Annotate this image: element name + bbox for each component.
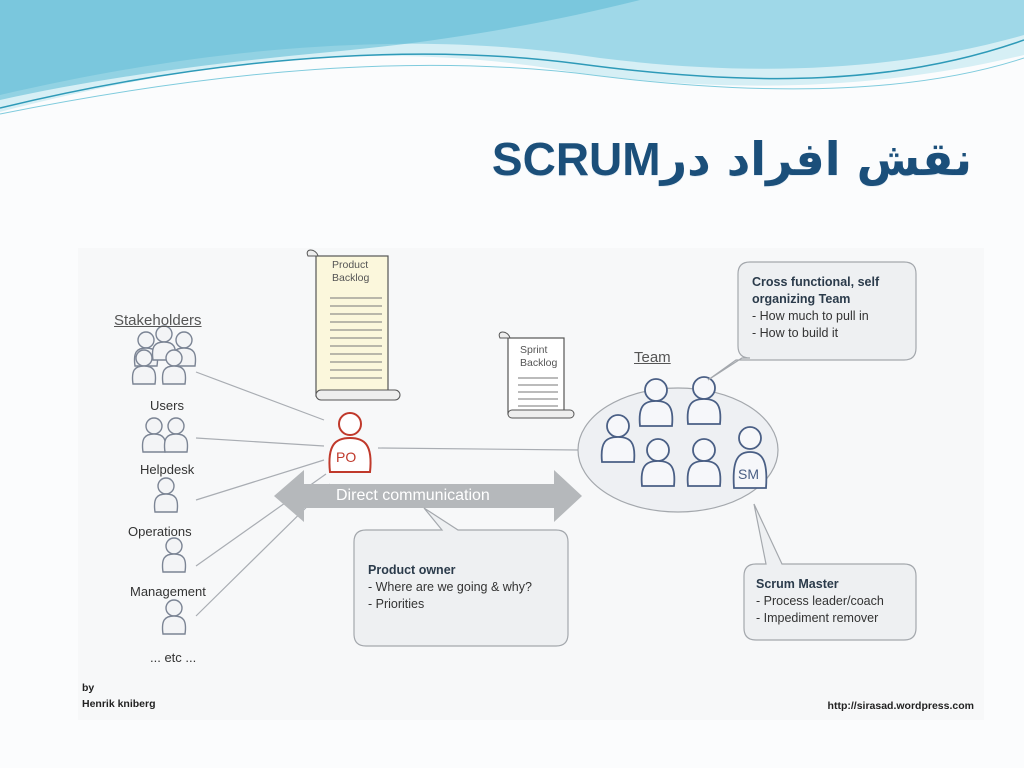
stakeholders-heading: Stakeholders	[114, 312, 202, 329]
product-owner-callout-item-1: - Where are we going & why?	[368, 580, 532, 594]
team-callout: Cross functional, self organizing Team -…	[752, 274, 879, 342]
product-backlog-label-line2: Backlog	[332, 272, 370, 284]
team-ellipse	[577, 387, 779, 513]
product-owner-callout-item-2: - Priorities	[368, 597, 425, 611]
team-callout-item-1: - How much to pull in	[752, 309, 869, 323]
direct-communication-label: Direct communication	[336, 487, 490, 504]
direct-communication-arrow	[274, 470, 582, 522]
team-callout-bubble	[707, 261, 917, 381]
slide-title-scrum: SCRUM	[491, 133, 661, 185]
slide-title: نقش افراد درSCRUM	[492, 132, 972, 186]
team-callout-heading-2: organizing Team	[752, 292, 851, 306]
scrum-master-callout-item-2: - Impediment remover	[756, 611, 879, 625]
product-owner-icon	[328, 412, 372, 473]
stakeholder-operations: Operations	[128, 524, 192, 539]
scrum-roles-diagram: Product Backlog Sprint Backlog Stakehold…	[78, 248, 984, 720]
sprint-backlog-label-line1: Sprint	[520, 344, 548, 356]
po-label: PO	[336, 449, 357, 465]
scrum-master-callout-item-1: - Process leader/coach	[756, 594, 884, 608]
sm-label: SM	[738, 466, 759, 482]
scrum-master-callout-bubble	[743, 503, 917, 641]
product-backlog-label-line1: Product	[332, 259, 369, 271]
scrum-master-icon	[732, 426, 768, 489]
author-credit-by: by	[82, 682, 95, 694]
diagram-graphics	[131, 249, 917, 647]
team-callout-item-2: - How to build it	[752, 326, 839, 340]
header-wave-decoration	[0, 0, 1024, 115]
sprint-backlog-scroll	[498, 331, 575, 419]
product-backlog-scroll	[306, 249, 401, 401]
slide-title-text: نقش افراد در	[660, 132, 972, 186]
stakeholder-users: Users	[150, 398, 184, 413]
sprint-backlog-label-line2: Backlog	[520, 357, 558, 369]
product-owner-callout: Product owner - Where are we going & why…	[368, 562, 532, 613]
team-heading: Team	[634, 349, 671, 366]
product-owner-callout-heading: Product owner	[368, 563, 456, 577]
stakeholder-management: Management	[130, 584, 206, 599]
author-credit: by Henrik kniberg	[82, 680, 156, 712]
stakeholder-helpdesk: Helpdesk	[140, 462, 195, 477]
scrum-master-callout: Scrum Master - Process leader/coach - Im…	[756, 576, 884, 627]
product-owner-callout-bubble	[353, 507, 569, 647]
product-backlog-label: Product Backlog	[332, 259, 369, 285]
author-credit-name: Henrik kniberg	[82, 698, 156, 710]
scrum-master-callout-heading: Scrum Master	[756, 577, 839, 591]
team-callout-heading-1: Cross functional, self	[752, 275, 880, 289]
sprint-backlog-label: Sprint Backlog	[520, 344, 557, 370]
source-url: http://sirasad.wordpress.com	[827, 700, 974, 712]
stakeholder-etc: ... etc ...	[150, 650, 197, 665]
